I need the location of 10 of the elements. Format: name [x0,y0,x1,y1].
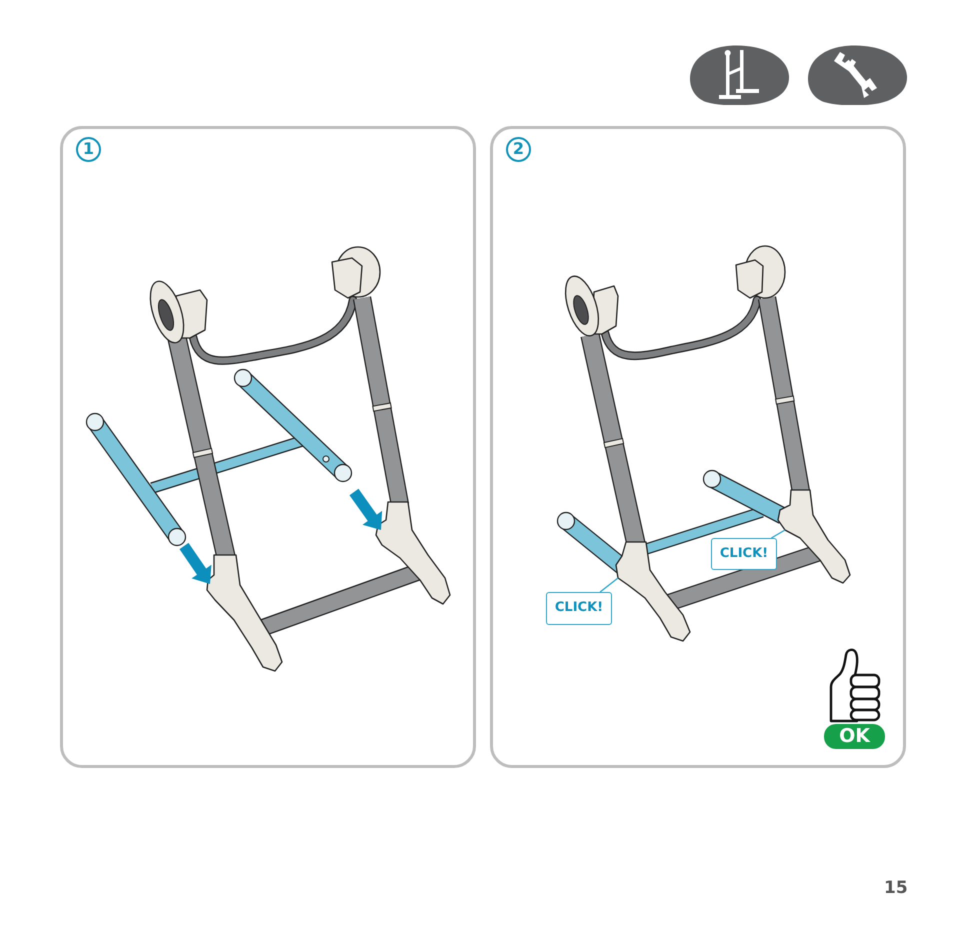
step-panel [60,126,476,768]
step-panel [490,126,906,768]
click-callout: CLICK! [711,538,777,570]
leader-line [771,529,786,539]
page-number: 15 [884,878,908,898]
ok-badge: OK [824,724,885,749]
leader-line [600,577,618,593]
step-number: 2 [506,137,531,162]
click-callout: CLICK! [546,592,612,625]
step-number: 1 [76,137,101,162]
